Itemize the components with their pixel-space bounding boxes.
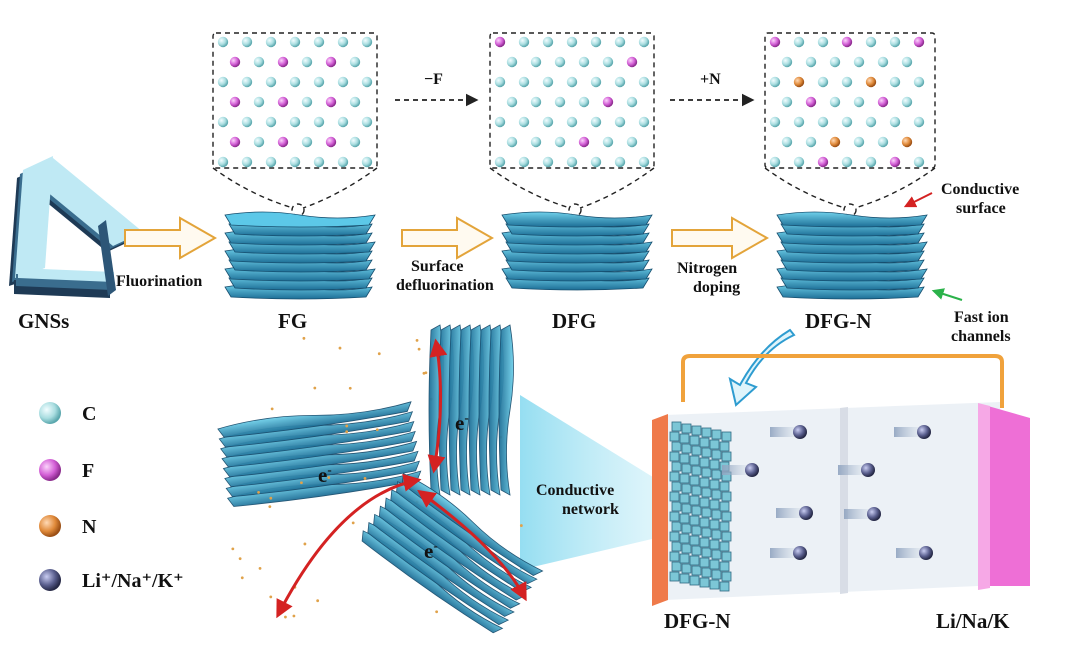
fast-ion-label-2: channels (951, 328, 1011, 345)
legend-fluorine-icon (39, 459, 61, 481)
dfg-sheet-stack (502, 212, 652, 290)
defluorination-label: defluorination (396, 277, 494, 294)
battery-cell (652, 356, 1030, 606)
legend-nitrogen-icon (39, 515, 61, 537)
cell-anode-label: DFG-N (664, 609, 731, 633)
conductive-network: e- e- e- (217, 325, 690, 637)
doping-label: doping (693, 279, 740, 296)
cathode-plate (988, 406, 1030, 586)
legend-ion-label: Li⁺/Na⁺/K⁺ (82, 570, 184, 592)
legend-carbon-icon (39, 402, 61, 424)
dfgn-label: DFG-N (805, 309, 872, 333)
fg-sheet-stack (225, 212, 375, 299)
fast-ion-label-1: Fast ion (954, 309, 1009, 326)
dfg-lattice-inset (490, 33, 654, 168)
dfgn-sheet-stack (777, 212, 927, 299)
dfg-label: DFG (552, 309, 596, 333)
conductive-surface-label-1: Conductive (941, 181, 1019, 198)
network-label-2: network (562, 501, 619, 518)
legend-carbon-label: C (82, 403, 96, 425)
conductive-surface-arrow (906, 193, 932, 206)
conductive-surface-label-2: surface (956, 200, 1006, 217)
process-arrows (125, 218, 767, 258)
plus-n-label: +N (700, 71, 721, 88)
network-label-1: Conductive (536, 482, 614, 499)
dfgn-lattice-inset (765, 33, 935, 168)
legend-fluorine-label: F (82, 460, 94, 482)
transfer-arrow (730, 330, 794, 405)
fg-label: FG (278, 309, 307, 333)
cell-metal-label: Li/Na/K (936, 609, 1010, 633)
network-stack-bottom (357, 471, 545, 638)
nitrogen-label: Nitrogen (677, 260, 737, 277)
zoom-lines (213, 168, 935, 216)
dfgn-electrode-block (670, 422, 731, 591)
fg-lattice-inset (213, 33, 377, 168)
minus-f-label: −F (424, 71, 443, 88)
legend: C F N Li⁺/Na⁺/K⁺ (39, 402, 184, 592)
fast-ion-arrow (934, 291, 962, 300)
surface-label: Surface (411, 258, 463, 275)
legend-ion-icon (39, 569, 61, 591)
gnss-label: GNSs (18, 309, 69, 333)
legend-nitrogen-label: N (82, 516, 97, 538)
anode-plate (652, 414, 668, 606)
fluorination-label: Fluorination (116, 273, 202, 290)
